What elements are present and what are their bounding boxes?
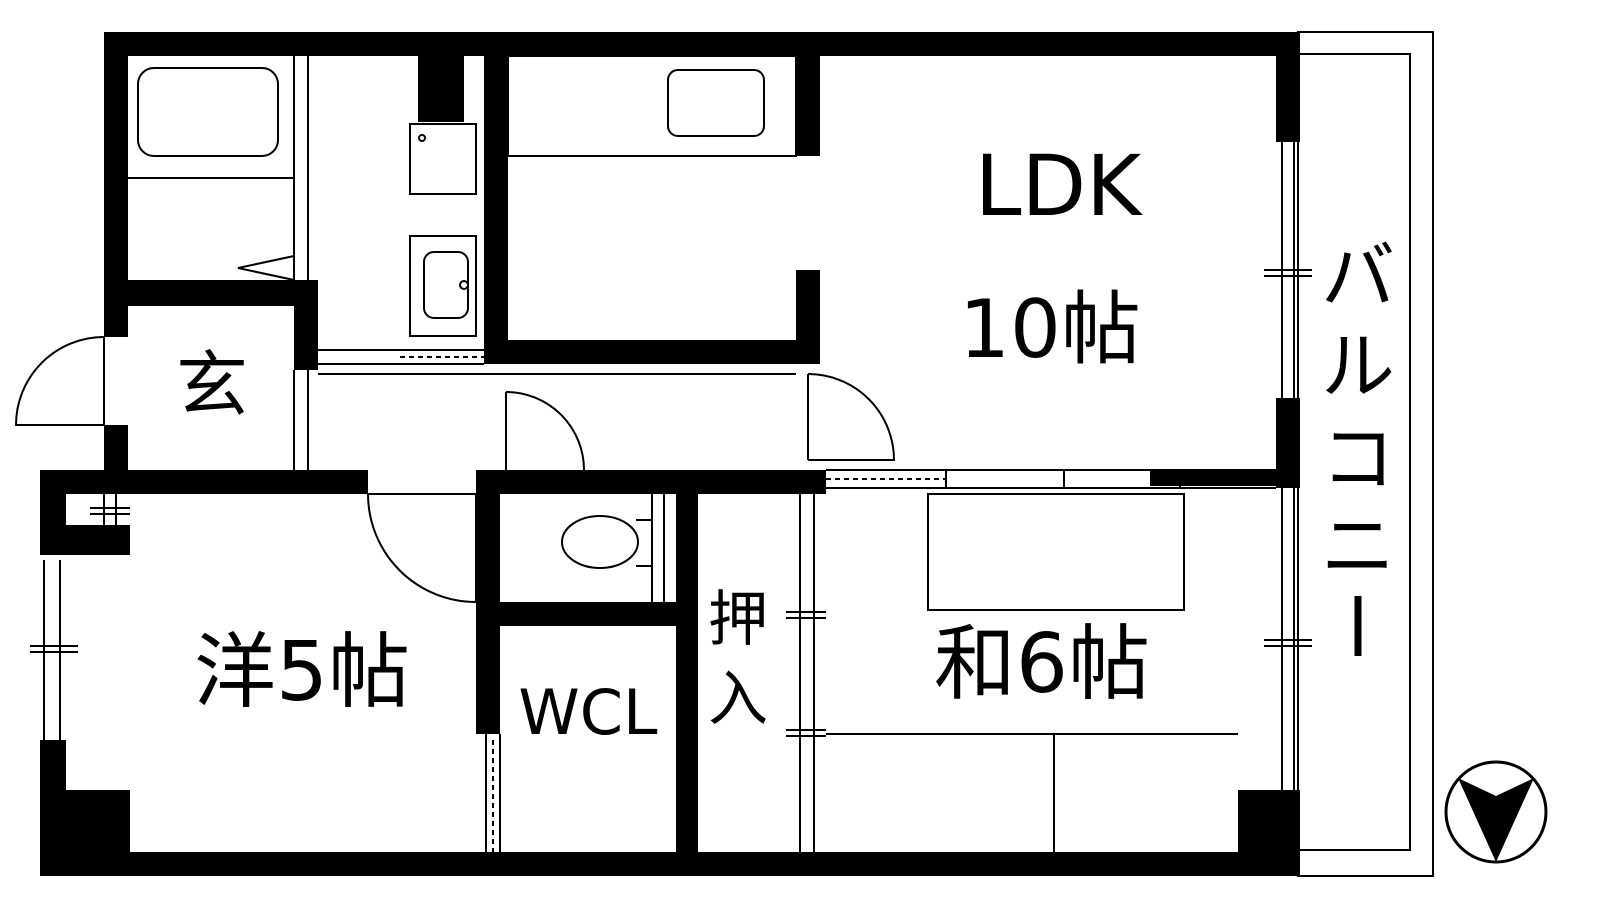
entrance-label: 玄 — [176, 343, 248, 427]
fixtures — [137, 55, 797, 569]
ldk-size-label: 10帖 — [959, 283, 1141, 376]
toilet-icon — [561, 515, 639, 569]
stove-icon — [667, 69, 765, 137]
closet-label-top: 押 — [708, 585, 768, 655]
japanese-room-label: 和6帖 — [934, 617, 1150, 712]
interior-walls — [128, 56, 1276, 852]
bathtub-icon — [137, 67, 279, 157]
room-labels: LDK 10帖 玄 洋5帖 WCL 押 入 和6帖 — [176, 137, 1150, 749]
door-swings — [14, 336, 896, 604]
balcony-char: コ — [1321, 416, 1395, 502]
washbasin-icon — [409, 123, 477, 195]
balcony-char: ニ — [1321, 504, 1395, 590]
kitchen-counter — [507, 55, 797, 157]
balcony-char: バ — [1321, 234, 1395, 320]
window-lines — [30, 56, 1312, 852]
western-room-label: 洋5帖 — [194, 625, 410, 720]
exterior-walls — [40, 32, 1300, 876]
closet-label-bottom: 入 — [708, 665, 768, 735]
north-arrow-icon — [1444, 760, 1548, 864]
balcony-char: ル — [1321, 324, 1395, 410]
wcl-label: WCL — [518, 676, 658, 749]
balcony-label: バ ル コ ニ — [1321, 234, 1395, 656]
ldk-label: LDK — [975, 137, 1143, 235]
sink-icon — [409, 235, 477, 337]
